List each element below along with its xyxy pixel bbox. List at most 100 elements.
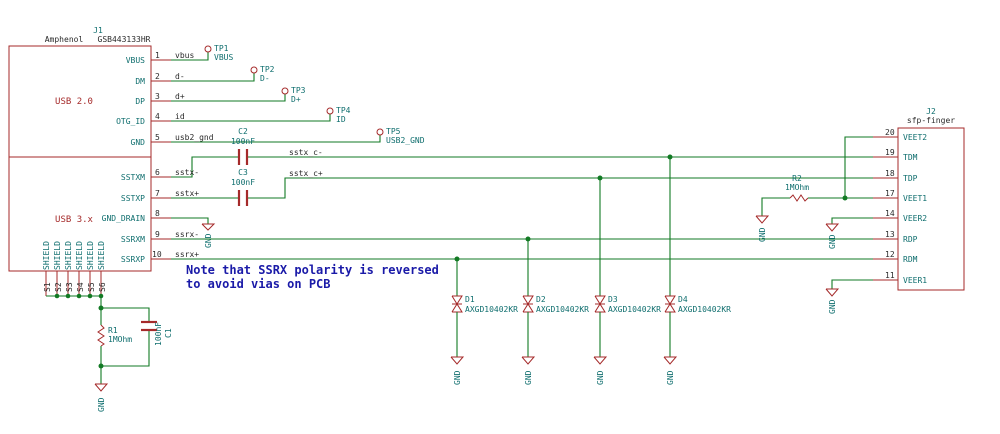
net-label-sstx-c-minus: sstx_c- xyxy=(289,148,323,157)
net-label-vbus: vbus xyxy=(175,51,194,60)
veet-network: R2 1MOhm GND GND GND xyxy=(755,136,873,314)
tp2-marker xyxy=(250,66,258,74)
tp3-value: D+ xyxy=(291,95,301,104)
j1-pin-name-dp: DP xyxy=(135,97,145,106)
net-label-sstx-plus: sstx+ xyxy=(175,189,199,198)
j2-pin-num-18: 18 xyxy=(885,169,895,178)
j2-pin-name-tdp: TDP xyxy=(903,174,918,183)
gnd-label-shield: GND xyxy=(97,397,106,412)
j2-pin-num-13: 13 xyxy=(885,230,895,239)
d1-value: AXGD10402KR xyxy=(465,305,518,314)
tp1-ref: TP1 xyxy=(214,44,229,53)
j2-ref: J2 xyxy=(926,107,936,116)
j2-pin-name-veet2: VEET2 xyxy=(903,133,927,142)
j1-pin-num-3: 3 xyxy=(155,92,160,101)
r1-ref: R1 xyxy=(108,326,118,335)
c1-ref: C1 xyxy=(164,328,173,338)
c1-value: 100nF xyxy=(154,322,163,346)
note-line-2: to avoid vias on PCB xyxy=(186,277,331,291)
r2-ref: R2 xyxy=(792,174,802,183)
j1-shield-name-3: SHIELD xyxy=(64,241,73,270)
gnd-label-veer2: GND xyxy=(828,234,837,249)
c2-ref: C2 xyxy=(238,127,248,136)
gnd-label-d2: GND xyxy=(524,370,533,385)
j1-connector: J1 Amphenol GSB443133HR USB 2.0 USB 3.x … xyxy=(8,26,171,299)
j1-ref: J1 xyxy=(93,26,103,35)
c3-ref: C3 xyxy=(238,168,248,177)
capacitor-c2: C2 100nF xyxy=(231,127,255,165)
r2-value: 1MOhm xyxy=(785,183,809,192)
net-label-ssrx-minus: ssrx- xyxy=(175,230,199,239)
j2-part: sfp-finger xyxy=(907,116,955,125)
j1-part: GSB443133HR xyxy=(98,35,151,44)
j1-shield-num-s4: S4 xyxy=(76,282,85,292)
capacitor-c3: C3 100nF xyxy=(231,168,255,206)
j1-pin-name-otg-id: OTG_ID xyxy=(116,117,145,126)
j1-shield-name-6: SHIELD xyxy=(97,241,106,270)
tvs-diodes: D1 AXGD10402KR GND D2 AXGD10402KR GND D3… xyxy=(450,157,731,385)
j1-shield-pins: SHIELD SHIELD SHIELD SHIELD SHIELD SHIEL… xyxy=(42,241,107,299)
net-label-sstx-c-plus: sstx_c+ xyxy=(289,169,323,178)
j2-pin-num-12: 12 xyxy=(885,250,895,259)
note: Note that SSRX polarity is reversed to a… xyxy=(186,263,439,291)
j1-pin-num-6: 6 xyxy=(155,168,160,177)
j1-shield-num-s6: S6 xyxy=(98,282,107,292)
net-label-ssrx-plus: ssrx+ xyxy=(175,250,199,259)
j2-pin-name-tdm: TDM xyxy=(903,153,918,162)
tp4-value: ID xyxy=(336,115,346,124)
tp3-ref: TP3 xyxy=(291,86,306,95)
gnd-label-drain: GND xyxy=(204,233,213,248)
j1-pin-num-9: 9 xyxy=(155,230,160,239)
net-label-id: id xyxy=(175,112,185,121)
j2-pin-num-17: 17 xyxy=(885,189,895,198)
j2-pin-name-veet1: VEET1 xyxy=(903,194,927,203)
gnd-drain-net: GND xyxy=(171,217,216,248)
tp5-marker xyxy=(376,128,384,136)
gnd-label-veer1: GND xyxy=(828,299,837,314)
ssrx-nets: ssrx- ssrx+ xyxy=(171,230,873,262)
c3-value: 100nF xyxy=(231,178,255,187)
gnd-label-r2: GND xyxy=(758,227,767,242)
tp4-marker xyxy=(326,107,334,115)
j1-pin-num-2: 2 xyxy=(155,72,160,81)
test-points: TP1 VBUS TP2 D- TP3 D+ TP4 ID TP5 USB2_G… xyxy=(204,44,425,145)
c2-value: 100nF xyxy=(231,137,255,146)
j1-pin-name-gnd-drain: GND_DRAIN xyxy=(102,214,146,223)
gnd-label-d4: GND xyxy=(666,370,675,385)
j1-pin-num-10: 10 xyxy=(152,250,162,259)
j1-shield-name-1: SHIELD xyxy=(42,241,51,270)
j1-pin-num-5: 5 xyxy=(155,133,160,142)
usb2-nets: vbus d- d+ id usb2_gnd xyxy=(171,51,381,143)
j1-pin-num-7: 7 xyxy=(155,189,160,198)
j2-pin-num-11: 11 xyxy=(885,271,895,280)
d2-ref: D2 xyxy=(536,295,546,304)
j2-pin-num-20: 20 xyxy=(885,128,895,137)
j1-pin-name-vbus: VBUS xyxy=(126,56,145,65)
j2-connector: J2 sfp-finger 20 19 18 17 14 13 12 11 VE… xyxy=(873,107,965,291)
j1-section-usb3: USB 3.x xyxy=(55,215,94,225)
j1-shield-num-s2: S2 xyxy=(54,282,63,292)
j2-pin-num-14: 14 xyxy=(885,209,895,218)
tp5-ref: TP5 xyxy=(386,127,401,136)
tp3-marker xyxy=(281,87,289,95)
j1-pin-num-4: 4 xyxy=(155,112,160,121)
net-label-dm: d- xyxy=(175,72,185,81)
d1-ref: D1 xyxy=(465,295,475,304)
j1-shield-name-2: SHIELD xyxy=(53,241,62,270)
d3-value: AXGD10402KR xyxy=(608,305,661,314)
shield-network: R1 1MOhm 100nF C1 GND xyxy=(94,296,173,412)
j2-pin-num-19: 19 xyxy=(885,148,895,157)
note-line-1: Note that SSRX polarity is reversed xyxy=(186,263,439,277)
d2-value: AXGD10402KR xyxy=(536,305,589,314)
d4-ref: D4 xyxy=(678,295,688,304)
gnd-label-d1: GND xyxy=(453,370,462,385)
net-label-usb2-gnd: usb2_gnd xyxy=(175,133,214,142)
j1-shield-name-5: SHIELD xyxy=(86,241,95,270)
tp2-ref: TP2 xyxy=(260,65,275,74)
j1-pin-name-sstxp: SSTXP xyxy=(121,194,145,203)
d4-value: AXGD10402KR xyxy=(678,305,731,314)
j1-pin-name-sstxm: SSTXM xyxy=(121,173,145,182)
j1-pin-name-dm: DM xyxy=(135,77,145,86)
tp1-marker xyxy=(204,45,212,53)
